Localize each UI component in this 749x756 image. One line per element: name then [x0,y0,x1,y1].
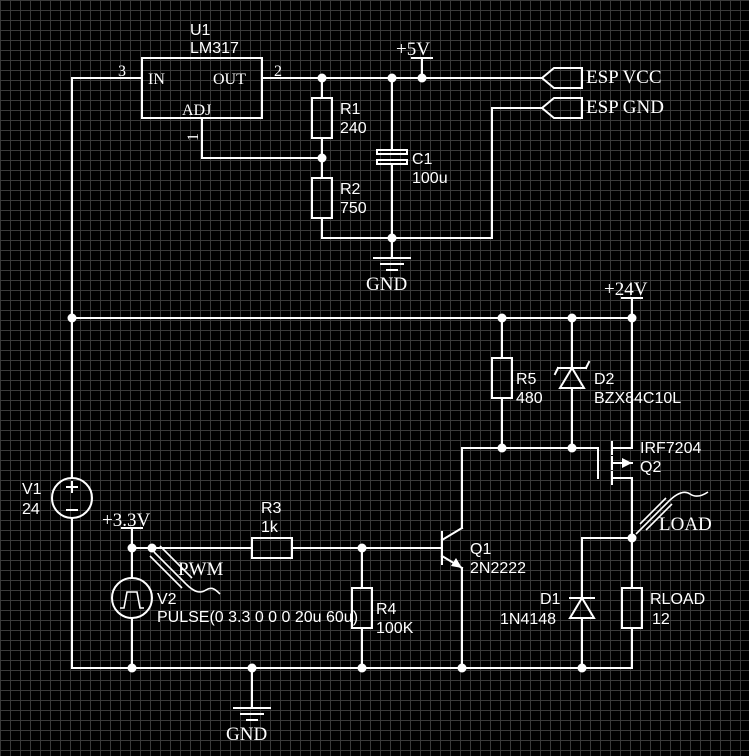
c1-ref: C1 [412,151,433,168]
pwm-probe[interactable]: PWM [149,545,224,595]
load-probe[interactable]: LOAD [635,491,712,535]
r4-ref: R4 [376,601,397,618]
r5-value: 480 [516,390,543,407]
transistor-q1[interactable]: Q1 2N2222 [440,526,526,577]
u1-pin2-number: 2 [274,63,282,80]
v2-value: PULSE(0 3.3 0 0 0 20u 60u) [157,609,358,626]
d2-part: BZX84C10L [594,390,681,407]
d2-ref: D2 [594,371,615,388]
capacitor-c1[interactable]: C1 100u [376,149,448,187]
ground-symbol-bottom: GND [226,707,271,745]
resistor-r2[interactable]: R2 750 [311,177,367,219]
gnd-bottom-label: GND [226,724,267,745]
rload-ref: RLOAD [650,591,705,608]
voltage-source-v1[interactable]: V1 24 [22,477,93,519]
r4-value: 100K [376,620,414,637]
r3-value: 1k [261,519,279,536]
q2-part: IRF7204 [640,440,701,457]
u1-pin1-number: 1 [185,133,202,141]
lm317-regulator[interactable]: U1 LM317 IN OUT ADJ 3 2 1 [118,22,282,141]
net-label-5v: +5V [396,39,430,60]
junction-dots [67,73,637,673]
u1-part: LM317 [190,40,239,57]
pulse-source-v2[interactable]: V2 PULSE(0 3.3 0 0 0 20u 60u) [111,577,358,626]
r2-ref: R2 [340,181,361,198]
resistor-r4[interactable]: R4 100K [351,587,414,637]
q1-part: 2N2222 [470,560,526,577]
esp-gnd-port[interactable]: ESP GND [540,97,664,119]
diode-d1[interactable]: D1 1N4148 [500,591,596,628]
d1-ref: D1 [540,591,561,608]
esp-vcc-label: ESP VCC [586,67,662,88]
mosfet-q2[interactable]: IRF7204 Q2 [597,440,701,485]
r1-ref: R1 [340,101,361,118]
v1-value: 24 [22,501,40,518]
u1-pin-in-label: IN [148,71,165,88]
u1-ref: U1 [190,22,211,39]
u1-pin-adj-label: ADJ [182,102,211,119]
esp-gnd-label: ESP GND [586,97,664,118]
net-label-3v3: +3.3V [102,510,150,531]
v2-ref: V2 [157,591,177,608]
rload-value: 12 [652,611,670,628]
r2-value: 750 [340,200,367,217]
resistor-r1[interactable]: R1 240 [311,97,367,139]
zener-diode-d2[interactable]: D2 BZX84C10L [553,360,681,407]
q1-ref: Q1 [470,541,491,558]
u1-pin3-number: 3 [118,63,126,80]
c1-value: 100u [412,170,448,187]
load-label: LOAD [659,514,712,535]
resistor-r3[interactable]: R3 1k [251,500,293,559]
net-label-24v: +24V [604,279,648,300]
gnd-top-label: GND [366,274,407,295]
u1-pin-out-label: OUT [213,71,246,88]
v1-ref: V1 [22,481,42,498]
resistor-r5[interactable]: R5 480 [491,357,543,407]
d1-part: 1N4148 [500,611,556,628]
r5-ref: R5 [516,371,537,388]
r3-ref: R3 [261,500,282,517]
q2-ref: Q2 [640,459,661,476]
pwm-label: PWM [178,559,224,580]
r1-value: 240 [340,120,367,137]
esp-vcc-port[interactable]: ESP VCC [540,67,662,89]
ground-symbol-top: GND [366,257,411,295]
resistor-rload[interactable]: RLOAD 12 [621,587,705,629]
